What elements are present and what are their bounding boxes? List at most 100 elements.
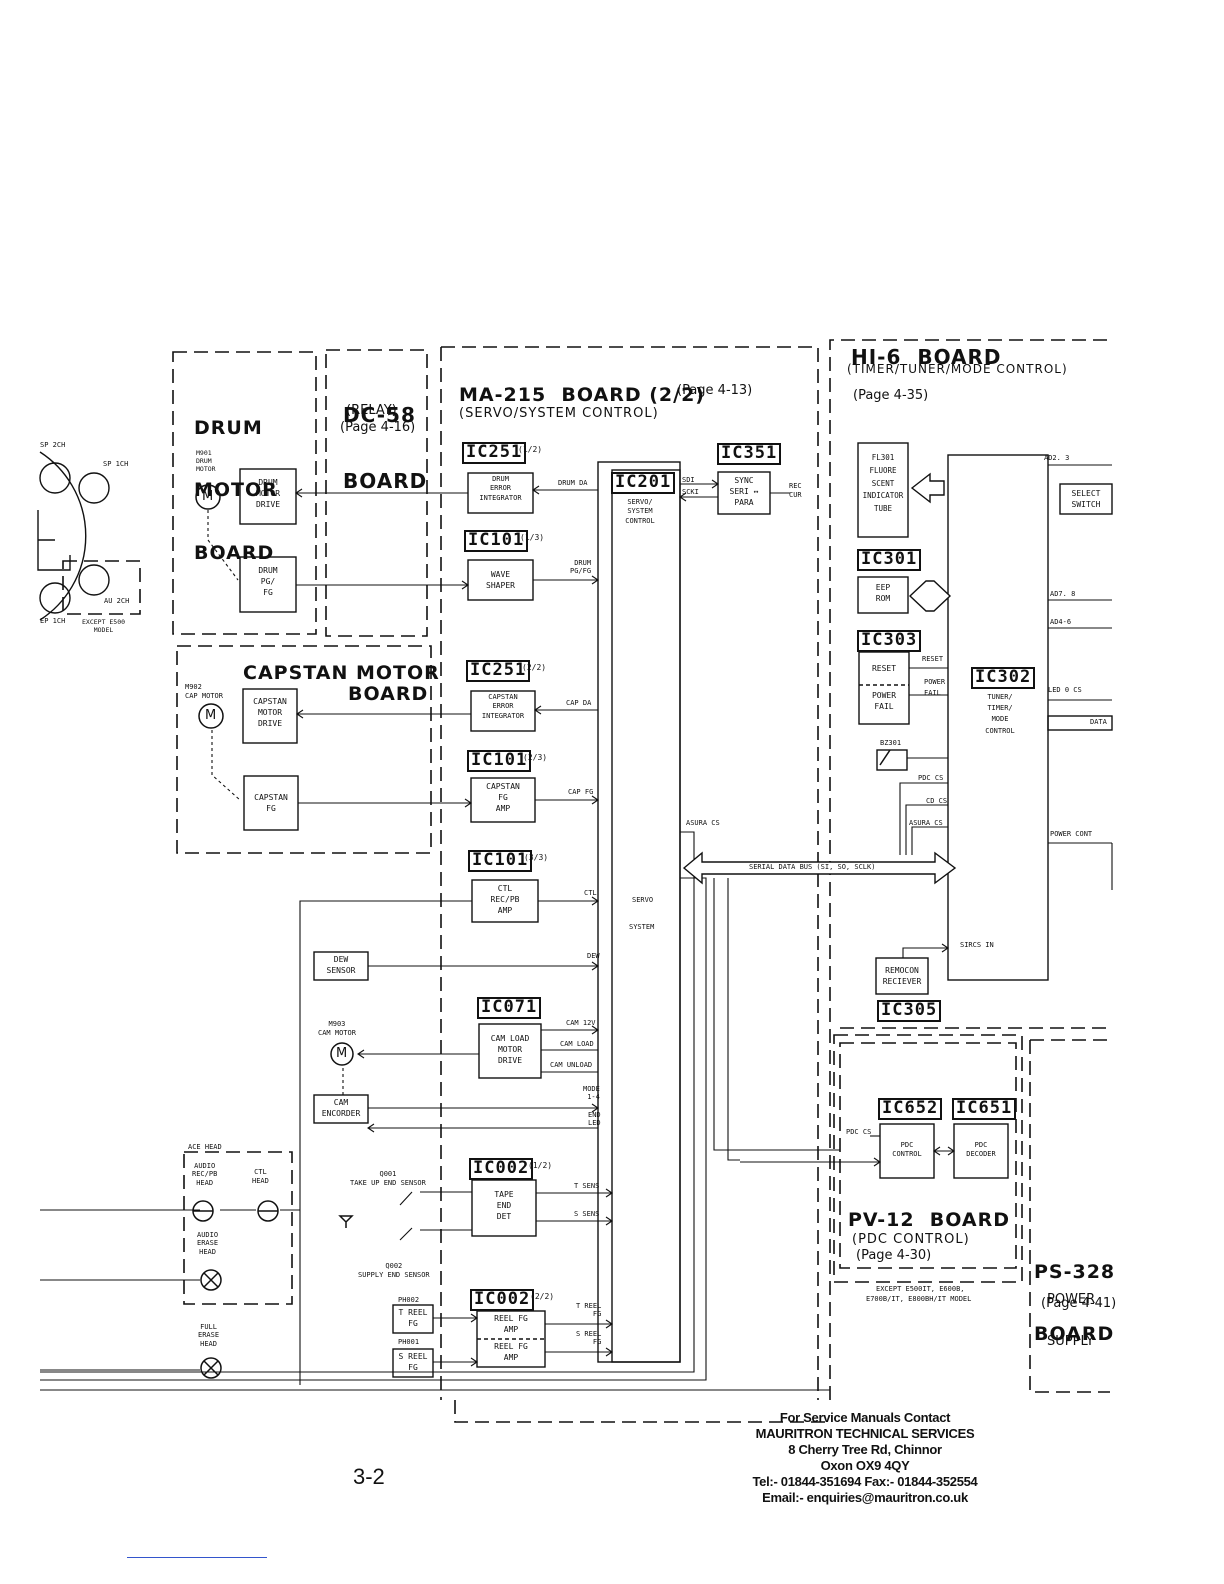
cam-encorder-block: CAM ENCORDER [321, 1098, 361, 1118]
reel-fg-amp-1-block: REEL FG AMP [494, 1314, 528, 1334]
ic002b-label: IC002 [470, 1289, 535, 1311]
hi6-page-ref: (Page 4-35) [853, 388, 929, 403]
sig-sircs-in: SIRCS IN [960, 941, 994, 949]
eep-rom-block: EEP ROM [875, 583, 891, 603]
ic303-label: IC303 [857, 630, 922, 652]
sig-power-cont: POWER CONT [1050, 830, 1093, 838]
full-erase-head-label: FULL ERASE HEAD [198, 1323, 220, 1348]
au-2ch-label: AU 2CH [104, 597, 130, 605]
pv12-inner-outline [839, 1042, 1017, 1269]
drum-motor-board-title: DRUM MOTOR BOARD [194, 376, 278, 585]
dc58-subtitle: (RELAY) [346, 403, 397, 418]
dc58-page-ref: (Page 4-16) [340, 420, 416, 435]
sig-cd-cs: CD CS [926, 797, 948, 805]
capstan-fg-amp-block: CAPSTAN FG AMP [486, 782, 520, 813]
sp-2ch-label: SP 2CH [40, 441, 66, 449]
hi6-board-title: HI-6 BOARD [851, 345, 1002, 369]
ic101a-note: (1/3) [520, 533, 545, 542]
ic002b-name: IC002 [474, 1289, 531, 1309]
tape-end-det-block: TAPE END DET [494, 1190, 514, 1221]
ctl-rec-pb-amp-block: CTL REC/PB AMP [490, 884, 520, 915]
sig-ad2-3: AD2. 3 [1044, 454, 1070, 462]
pv12-page-ref: (Page 4-30) [856, 1248, 932, 1263]
drum-pg-fg-block: DRUM PG/ FG [258, 566, 278, 597]
ic651-label: IC651 [952, 1098, 1017, 1120]
footer-line-4: Oxon OX9 4QY [820, 1458, 910, 1473]
footer-line-1: For Service Manuals Contact [779, 1410, 951, 1425]
tuner-timer-mode-block: TUNER/ TIMER/ MODE CONTROL [985, 693, 1015, 735]
footer-contact: For Service Manuals Contact MAURITRON TE… [745, 1410, 985, 1506]
cam-motor-icon: M [336, 1046, 348, 1061]
ic305-label: IC305 [877, 1000, 942, 1022]
ic351-label: IC351 [717, 443, 782, 465]
ic351-name: IC351 [721, 443, 778, 463]
ps328-page-ref: (Page 4-41) [1041, 1296, 1117, 1311]
ps328-subtitle: POWER SUPPLY [1047, 1264, 1095, 1364]
ace-head-label: ACE HEAD [188, 1143, 222, 1151]
power-fail-block: POWER FAIL [871, 691, 897, 711]
ic101c-note: (3/3) [524, 853, 549, 862]
footer-line-2: MAURITRON TECHNICAL SERVICES [755, 1426, 975, 1441]
ps328-title-line2: BOARD [1034, 1323, 1115, 1346]
ic002a-name: IC002 [473, 1158, 530, 1178]
ic251a-note: (1/2) [518, 445, 543, 454]
sig-ad4-6: AD4-6 [1050, 618, 1072, 626]
board-outlines [62, 339, 1110, 1423]
select-switch-block: SELECT SWITCH [1071, 489, 1101, 509]
ph001-label: PH001 [398, 1338, 420, 1346]
sig-reset: RESET [922, 655, 944, 663]
page-number: 3-2 [353, 1464, 385, 1489]
sig-t-sens: T SENS [574, 1182, 600, 1190]
except-e500-note: EXCEPT E500 MODEL [82, 618, 126, 635]
drum-head-drawing [37, 451, 110, 621]
ma215-board-title: MA-215 BOARD (2/2) [459, 384, 705, 406]
ic302-name: IC302 [975, 667, 1032, 687]
m902-label: M902 CAP MOTOR [185, 683, 223, 701]
ic301-name: IC301 [861, 549, 918, 569]
m901-label: M901 DRUM MOTOR [196, 449, 216, 473]
ic251b-label: IC251 [466, 660, 531, 682]
capstan-board-title-line1: CAPSTAN MOTOR [243, 662, 440, 684]
au2ch-outline [62, 560, 141, 615]
q002-label: Q002 SUPPLY END SENSOR [358, 1262, 430, 1280]
ic101a-name: IC101 [468, 530, 525, 550]
sig-drum-pg-fg: DRUM PG/FG [570, 559, 592, 576]
fl301-block: FL301 FLUORE SCENT INDICATOR TUBE [862, 453, 904, 513]
sig-cap-fg: CAP FG [568, 788, 594, 796]
capstan-motor-board-outline [176, 645, 432, 854]
ic002a-note: (1/2) [528, 1161, 553, 1170]
ic251b-name: IC251 [470, 660, 527, 680]
sig-system: SYSTEM [629, 923, 655, 931]
head-group-outline [183, 1151, 293, 1305]
ic071-label: IC071 [477, 997, 542, 1019]
ic002a-label: IC002 [469, 1158, 534, 1180]
dew-sensor-block: DEW SENSOR [326, 955, 356, 975]
dc58-title-line1: DC-58 [343, 403, 416, 427]
ic101a-label: IC101 [464, 530, 529, 552]
capstan-motor-drive-block: CAPSTAN MOTOR DRIVE [253, 697, 287, 728]
s-reel-fg-block: S REEL FG [398, 1352, 428, 1372]
sync-seri-para-block: SYNC SERI ↔ PARA [729, 476, 759, 507]
ic305-name: IC305 [881, 1000, 938, 1020]
ps328-subtitle-line2: SUPPLY [1047, 1334, 1094, 1350]
ic301-label: IC301 [857, 549, 922, 571]
pv12-board-outline [833, 1034, 1023, 1283]
pv12-note-1: EXCEPT E500IT, E600B, [876, 1285, 965, 1293]
ic002b-note: (2/2) [530, 1292, 555, 1301]
pdc-decoder-block: PDC DECODER [966, 1141, 996, 1159]
sig-s-sens: S SENS [574, 1210, 600, 1218]
ic101c-name: IC101 [472, 850, 529, 870]
ic251a-name: IC251 [466, 442, 523, 462]
t-reel-fg-block: T REEL FG [398, 1308, 428, 1328]
sig-ad7-8: AD7. 8 [1050, 590, 1076, 598]
ic251b-note: (2/2) [522, 663, 547, 672]
ma215-subtitle: (SERVO/SYSTEM CONTROL) [459, 406, 659, 421]
m903-label: M903 CAM MOTOR [318, 1020, 356, 1038]
sig-cam-12v: CAM 12V [566, 1019, 596, 1027]
sig-drum-da: DRUM DA [558, 479, 588, 487]
ps328-title-line1: PS-328 [1034, 1260, 1116, 1283]
audio-erase-head-label: AUDIO ERASE HEAD [197, 1231, 219, 1256]
sig-asura-cs-left: ASURA CS [686, 819, 720, 827]
